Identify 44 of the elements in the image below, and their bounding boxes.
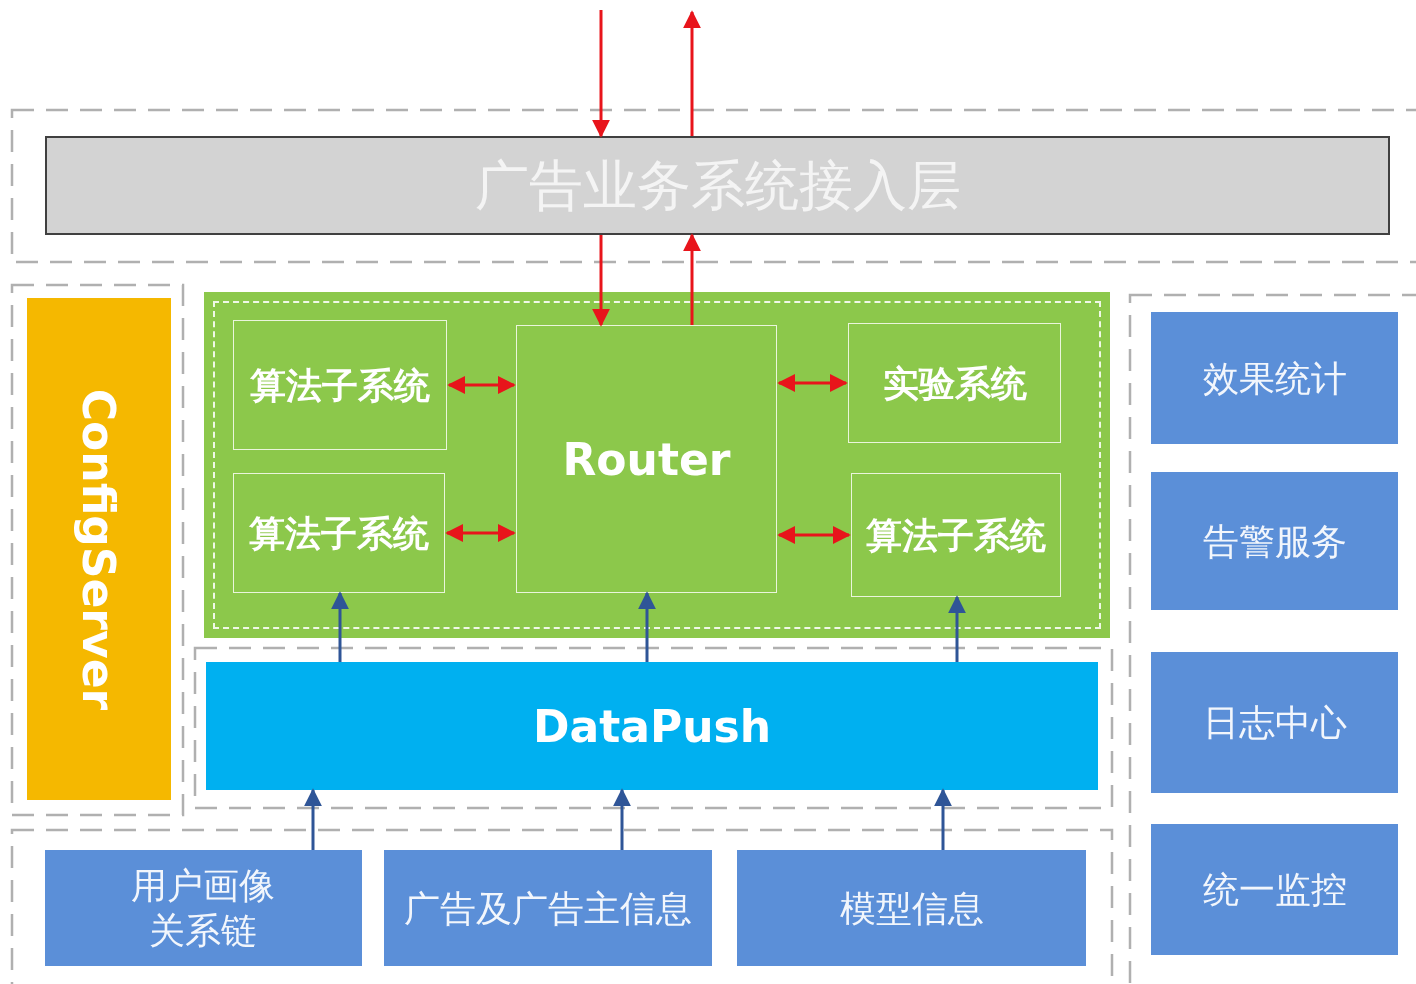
arrow [304, 788, 322, 850]
arrow [447, 376, 516, 394]
node-label: 算法子系统 [866, 513, 1046, 558]
arrow [683, 233, 701, 325]
arrow [592, 10, 610, 138]
arrow [683, 10, 701, 136]
node-label: ConfigServer [72, 388, 126, 710]
node-label: 实验系统 [882, 361, 1027, 406]
node-label: 统一监控 [1202, 868, 1347, 912]
arrow [331, 591, 349, 662]
module-box [233, 320, 447, 450]
service-box [1151, 472, 1398, 610]
arrow [638, 591, 656, 662]
arrow [592, 235, 610, 327]
service-box [1151, 312, 1398, 444]
node-label: 日志中心 [1202, 701, 1347, 745]
node-label: 效果统计 [1202, 356, 1347, 401]
arrow [934, 788, 952, 850]
module-box [848, 323, 1061, 443]
config-server-bar [27, 298, 171, 800]
node-label: 算法子系统 [249, 511, 429, 556]
arrow [948, 595, 966, 662]
group-panel [204, 292, 1110, 638]
module-box [233, 473, 445, 593]
arrow [445, 524, 516, 542]
module-box [851, 473, 1061, 597]
node-label: 广告及广告主信息 [404, 886, 692, 931]
node-label: 算法子系统 [250, 363, 430, 408]
service-box [384, 850, 712, 966]
service-box [1151, 824, 1398, 955]
layer-bar [45, 136, 1390, 235]
service-box [45, 850, 362, 966]
router-box [516, 325, 777, 593]
service-box [737, 850, 1086, 966]
node-label: 告警服务 [1202, 519, 1347, 564]
node-label: Router [562, 432, 731, 487]
node-label: 用户画像关系链 [130, 864, 277, 953]
service-box [1151, 652, 1398, 793]
node-label: DataPush [533, 699, 771, 754]
node-label: 模型信息 [839, 886, 984, 931]
datapush-bar [206, 662, 1098, 790]
arrow [777, 374, 848, 392]
arrow [613, 788, 631, 850]
arrow [777, 526, 851, 544]
